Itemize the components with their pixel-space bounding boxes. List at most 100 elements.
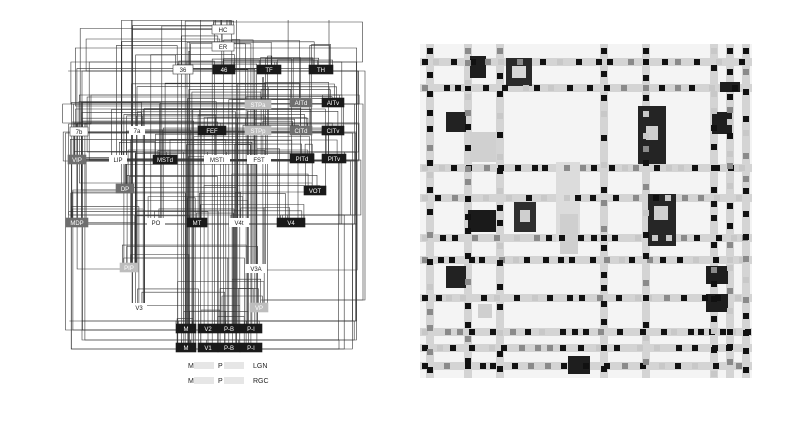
area-node-mstl: MSTl <box>204 155 230 164</box>
area-node-vp: VP <box>249 302 269 313</box>
connection-line <box>163 132 202 227</box>
grid-dot <box>601 200 607 206</box>
area-node-po: PO <box>147 218 165 227</box>
grid-dot <box>693 257 699 263</box>
grid-dot <box>711 242 717 248</box>
grid-band-horizontal <box>420 256 752 264</box>
area-node-v4t: V4t <box>229 218 249 227</box>
grid-dot <box>681 295 687 301</box>
grid-block-inner <box>512 66 526 78</box>
grid-dot <box>490 329 496 335</box>
grid-dot <box>727 242 733 248</box>
grid-dot <box>711 144 717 150</box>
grid-dot <box>616 295 622 301</box>
grid-dot <box>532 165 538 171</box>
grid-dot <box>698 329 704 335</box>
connection-line <box>143 108 301 312</box>
grid-dot <box>427 126 433 132</box>
lgn-p-label: P <box>218 363 223 370</box>
grid-dot <box>465 303 471 309</box>
grid-dot <box>439 165 445 171</box>
grid-dots <box>422 48 751 377</box>
area-node-box <box>239 323 263 334</box>
grid-dot <box>597 295 603 301</box>
area-node-pip: PIP <box>119 262 139 273</box>
connection-line <box>326 70 359 163</box>
grid-dot <box>465 94 471 100</box>
grid-dot <box>433 59 439 65</box>
grid-dot <box>591 235 597 241</box>
area-node-m1: M <box>175 342 197 353</box>
grid-dot <box>743 211 749 217</box>
grid-dot <box>643 75 649 81</box>
area-node-46: 46 <box>212 64 236 75</box>
grid-dot <box>621 85 627 91</box>
grid-dot <box>427 110 433 116</box>
area-node-box <box>321 125 345 136</box>
grid-dot <box>427 309 433 315</box>
connection-line <box>162 129 191 218</box>
grid-dot <box>601 162 607 168</box>
grid-dot <box>601 71 607 77</box>
area-node-label: M <box>184 327 189 333</box>
area-node-label: LIP <box>113 158 122 164</box>
area-node-label: V3A <box>250 267 261 273</box>
area-node-box <box>197 125 227 136</box>
area-node-label: VP <box>255 306 263 312</box>
connection-line <box>130 139 338 272</box>
grid-dot <box>660 257 666 263</box>
grid-dot <box>437 345 443 351</box>
grid-dot <box>601 111 607 117</box>
grid-dot <box>451 165 457 171</box>
grid-dot <box>515 165 521 171</box>
area-node-stpp: STPp <box>244 125 272 136</box>
connection-line <box>263 103 364 303</box>
grid-dot <box>739 59 745 65</box>
lgn-m-label: M <box>188 363 194 370</box>
grid-dot <box>596 345 602 351</box>
grid-dot <box>483 85 489 91</box>
area-node-backdrop <box>247 155 271 164</box>
area-node-label: 46 <box>221 68 228 74</box>
grid-dot <box>445 329 451 335</box>
connection-line <box>186 144 251 324</box>
grid-dot <box>614 345 620 351</box>
grid-dot <box>497 154 503 160</box>
grid-dot <box>633 165 639 171</box>
grid-dot <box>510 329 516 335</box>
grid-dot <box>502 85 508 91</box>
grid-band-horizontal <box>420 58 752 66</box>
grid-dot <box>587 85 593 91</box>
grid-dot <box>560 329 566 335</box>
grid-dot <box>727 119 733 125</box>
grid-dot <box>450 345 456 351</box>
grid-dot <box>601 135 607 141</box>
connection-line <box>197 114 217 218</box>
grid-dot <box>711 267 717 273</box>
grid-dot <box>567 295 573 301</box>
grid-block-inner <box>520 210 530 222</box>
grid-dot <box>643 111 649 117</box>
grid-dot <box>472 235 478 241</box>
area-node-label: MSTd <box>157 158 173 164</box>
grid-dot <box>727 133 733 139</box>
grid-dot <box>469 345 475 351</box>
grid-band-horizontal <box>420 234 752 242</box>
grid-dot <box>711 108 717 114</box>
area-node-label: V1 <box>204 346 212 352</box>
grid-dot <box>743 256 749 262</box>
area-node-backdrop <box>229 218 249 227</box>
grid-dot <box>465 214 471 220</box>
grid-dot <box>590 195 596 201</box>
grid-dot <box>452 235 458 241</box>
grid-dot <box>427 232 433 238</box>
grid-dot <box>497 366 503 372</box>
grid-dot <box>497 220 503 226</box>
grid-dot <box>465 124 471 130</box>
grid-dot <box>501 345 507 351</box>
connection-line <box>137 288 199 343</box>
grid-dot <box>497 73 503 79</box>
area-node-label: VIP <box>72 158 82 164</box>
grid-dot <box>711 187 717 193</box>
grid-dot <box>465 80 471 86</box>
